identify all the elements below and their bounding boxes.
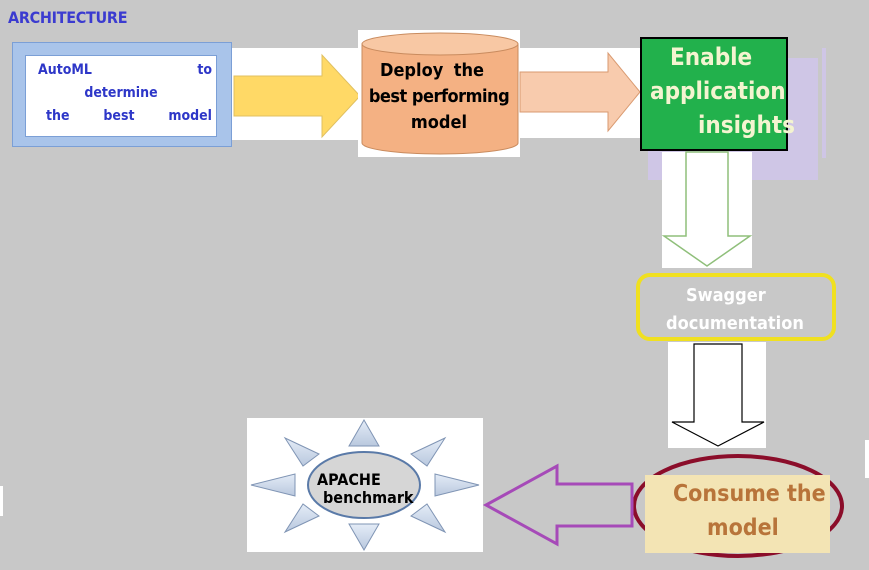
apache-node: APACHE benchmark <box>247 418 483 552</box>
deploy-node: Deploy the best performing model <box>360 58 518 136</box>
apache-line-2: benchmark <box>323 488 414 507</box>
arrow-swagger-to-consume <box>671 343 765 447</box>
page-title: ARCHITECTURE <box>8 8 128 27</box>
swagger-node: Swagger documentation <box>636 273 836 341</box>
automl-line-1-right: to <box>197 62 212 78</box>
arrow-insights-to-swagger <box>661 151 753 267</box>
deploy-line-1-left: Deploy <box>380 60 444 81</box>
automl-node: AutoML to determine the best model <box>25 55 217 137</box>
insights-line-2: application <box>650 77 786 105</box>
ray-top-right <box>410 436 447 467</box>
arrow-deploy-to-insights <box>519 51 641 133</box>
swagger-line-1: Swagger <box>686 285 766 306</box>
consume-line-1: Consume the <box>673 481 826 507</box>
automl-line-3-right: model <box>168 108 212 124</box>
consume-ring <box>632 454 844 558</box>
automl-line-2: determine <box>84 85 158 101</box>
ray-top <box>348 418 380 447</box>
apache-sun-icon <box>250 418 480 552</box>
apache-line-1: APACHE <box>317 470 381 489</box>
consume-line-2: model <box>707 515 779 541</box>
ray-bottom <box>348 523 380 552</box>
edge-mark-right <box>865 440 869 478</box>
ray-right <box>434 473 480 497</box>
deploy-line-1-right: the <box>453 60 484 81</box>
automl-line-1: AutoML to <box>38 62 212 78</box>
deploy-cylinder-shape <box>358 30 520 157</box>
insights-node: Enable application insights <box>640 37 795 151</box>
consume-node: Consume the model <box>645 475 830 553</box>
edge-mark-left <box>0 486 3 516</box>
deploy-line-1: Deploy the <box>360 58 518 84</box>
automl-line-3: the best model <box>46 108 212 124</box>
ray-left <box>250 473 296 497</box>
arrow-automl-to-deploy <box>233 53 361 139</box>
ray-bottom-right <box>410 503 447 534</box>
ray-bottom-left <box>283 503 320 534</box>
insights-shadow-edge <box>822 48 826 158</box>
deploy-line-2: best performing <box>368 86 510 107</box>
automl-line-3-mid: best <box>103 108 135 124</box>
automl-line-3-left: the <box>46 108 70 124</box>
swagger-line-2: documentation <box>666 313 804 334</box>
insights-line-3: insights <box>698 111 796 139</box>
apache-ellipse <box>307 451 421 519</box>
deploy-line-3: model <box>410 112 468 133</box>
ray-top-left <box>283 436 320 467</box>
arrow-consume-to-apache <box>482 463 634 547</box>
automl-line-1-left: AutoML <box>38 62 92 78</box>
insights-line-1: Enable <box>670 43 753 71</box>
